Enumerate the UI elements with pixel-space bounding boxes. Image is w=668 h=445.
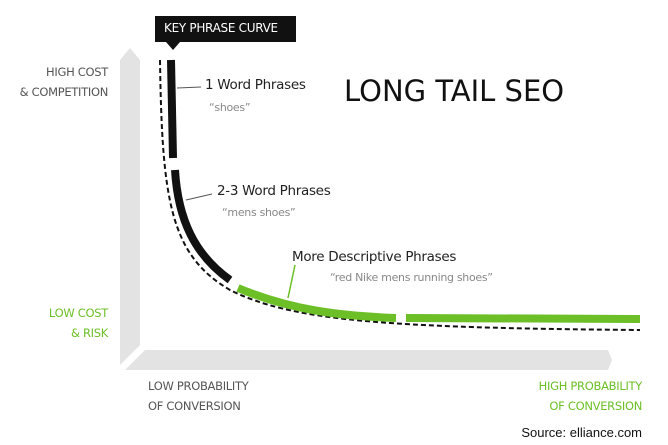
- x-right-line2: OF CONVERSION: [549, 399, 642, 413]
- page-title: LONG TAIL SEO: [344, 74, 565, 108]
- segment-2-example: “mens shoes”: [222, 206, 296, 219]
- x-axis-left-label: LOW PROBABILITY OF CONVERSION: [148, 376, 249, 416]
- segment-1-example: “shoes”: [209, 101, 251, 114]
- one-word-segment: [167, 59, 177, 159]
- descriptive-leader: [287, 264, 296, 299]
- x-axis-right-label: HIGH PROBABILITY OF CONVERSION: [538, 376, 643, 416]
- segment-2-label: 2-3 Word Phrases: [217, 183, 331, 199]
- y-top-line2: & COMPETITION: [19, 85, 109, 99]
- y-bottom-line1: LOW COST: [48, 306, 108, 320]
- y-top-line1: HIGH COST: [46, 65, 108, 79]
- curve-label: KEY PHRASE CURVE: [164, 21, 278, 35]
- x-axis-arrow: [125, 350, 612, 370]
- y-axis-bottom-label: LOW COST & RISK: [10, 303, 108, 343]
- one-word-leader: [176, 86, 202, 89]
- y-bottom-line2: & RISK: [70, 326, 108, 340]
- segment-3-example: “red Nike mens running shoes”: [330, 271, 493, 284]
- source-credit: Source: elliance.com: [521, 425, 642, 440]
- y-axis-arrow: [120, 48, 140, 365]
- descriptive-segment-a: [236, 284, 397, 322]
- segment-1-label: 1 Word Phrases: [205, 77, 306, 93]
- x-right-line1: HIGH PROBABILITY: [538, 379, 643, 393]
- descriptive-segment-b: [405, 314, 641, 323]
- curve-label-box: [155, 16, 296, 42]
- curve-label-pointer: [166, 42, 180, 50]
- dashed-curve: [159, 59, 641, 331]
- x-left-line1: LOW PROBABILITY: [148, 379, 249, 393]
- x-left-line2: OF CONVERSION: [148, 399, 241, 413]
- y-axis-top-label: HIGH COST & COMPETITION: [10, 62, 109, 102]
- two-three-leader: [185, 193, 213, 201]
- two-three-word-segment: [171, 169, 233, 284]
- segment-3-label: More Descriptive Phrases: [292, 249, 457, 265]
